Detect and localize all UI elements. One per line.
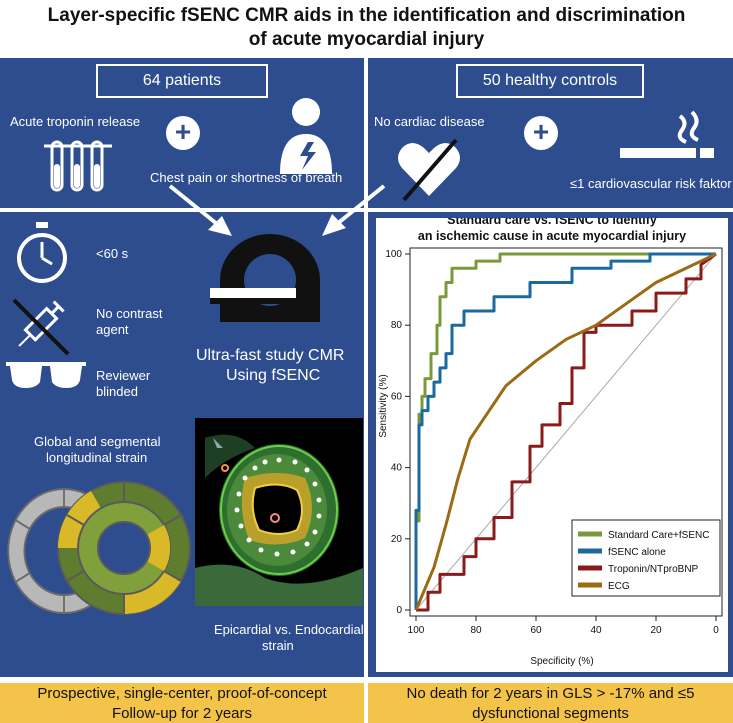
roc-chart-area: Standard care vs. fSENC to identify an i… bbox=[376, 213, 728, 672]
contrast-label-2: agent bbox=[96, 322, 129, 337]
study-label-1: Ultra-fast study CMR bbox=[196, 347, 345, 364]
y-axis-label: Sensitivity (%) bbox=[378, 374, 389, 437]
footer-right: No death for 2 years in GLS > -17% and ≤… bbox=[368, 683, 733, 723]
time-label: <60 s bbox=[96, 246, 129, 261]
y-tick-label: 40 bbox=[391, 463, 403, 474]
figure-title: Layer-specific fSENC CMR aids in the ide… bbox=[0, 0, 733, 58]
no-cardiac-label: No cardiac disease bbox=[374, 114, 485, 129]
legend-label-3: ECG bbox=[608, 581, 630, 592]
reviewer-label-2: blinded bbox=[96, 384, 138, 399]
x-tick-label: 0 bbox=[713, 625, 719, 636]
plot-frame bbox=[409, 247, 723, 617]
y-tick-label: 100 bbox=[385, 249, 402, 260]
controls-panel: 50 healthy controls No cardiac disease +… bbox=[368, 58, 733, 208]
patients-panel: 64 patients Acute troponin release + Che… bbox=[0, 58, 364, 208]
x-tick-label: 100 bbox=[408, 625, 425, 636]
epi-label-2: strain bbox=[262, 638, 294, 653]
legend-label-1: fSENC alone bbox=[608, 547, 666, 558]
study-label-2: Using fSENC bbox=[226, 367, 321, 384]
x-tick-label: 40 bbox=[590, 625, 602, 636]
strain-label-1: Global and segmental bbox=[34, 434, 161, 449]
stopwatch-icon bbox=[17, 222, 67, 283]
troponin-label: Acute troponin release bbox=[10, 114, 141, 129]
y-tick-label: 80 bbox=[391, 320, 403, 331]
y-tick-label: 60 bbox=[391, 391, 403, 402]
footer-left: Prospective, single-center, proof-of-con… bbox=[0, 683, 364, 723]
legend-label-2: Troponin/NTproBNP bbox=[608, 564, 699, 575]
title-line-2: of acute myocardial injury bbox=[248, 29, 485, 50]
controls-box: 50 healthy controls bbox=[456, 64, 644, 98]
footer-right-line-1: No death for 2 years in GLS > -17% and ≤… bbox=[406, 685, 695, 702]
risk-factor-label: ≤1 cardiovascular risk faktor bbox=[570, 176, 732, 191]
roc-line-1 bbox=[414, 252, 716, 610]
footer-left-line-1: Prospective, single-center, proof-of-con… bbox=[37, 685, 327, 702]
test-tubes-icon bbox=[44, 140, 112, 192]
bullseye-strain-icon bbox=[7, 481, 191, 615]
title-line-1: Layer-specific fSENC CMR aids in the ide… bbox=[47, 5, 686, 26]
mri-strain-image bbox=[195, 418, 363, 606]
patients-box: 64 patients bbox=[96, 64, 268, 98]
x-tick-label: 80 bbox=[470, 625, 482, 636]
mri-scanner-icon bbox=[210, 234, 320, 322]
y-tick-label: 20 bbox=[391, 534, 403, 545]
chest-pain-label: Chest pain or shortness of breath bbox=[150, 170, 343, 185]
legend-label-0: Standard Care+fSENC bbox=[608, 530, 709, 541]
contrast-label-1: No contrast bbox=[96, 306, 163, 321]
y-tick-label: 0 bbox=[396, 605, 402, 616]
chart-title-line-2: an ischemic cause in acute myocardial in… bbox=[418, 229, 686, 243]
roc-chart: Standard care vs. fSENC to identify an i… bbox=[378, 213, 723, 667]
x-axis-label: Specificity (%) bbox=[530, 656, 593, 667]
x-tick-label: 20 bbox=[650, 625, 662, 636]
sunglasses-icon bbox=[6, 362, 86, 388]
roc-line-2 bbox=[416, 252, 717, 612]
roc-line-3 bbox=[414, 252, 717, 611]
footer-right-line-2: dysfunctional segments bbox=[472, 705, 629, 722]
x-tick-label: 60 bbox=[530, 625, 542, 636]
strain-label-2: longitudinal strain bbox=[46, 450, 148, 465]
cigarette-icon bbox=[620, 110, 714, 158]
plus-icon-2: + bbox=[524, 116, 558, 150]
plus-icon: + bbox=[166, 116, 200, 150]
chart-title-line-1: Standard care vs. fSENC to identify bbox=[447, 218, 657, 227]
reference-diagonal bbox=[415, 253, 717, 611]
epi-label-1: Epicardial vs. Endocardial bbox=[214, 622, 364, 637]
reviewer-label-1: Reviewer bbox=[96, 368, 151, 383]
syringe-crossed-icon bbox=[12, 298, 70, 356]
person-chest-pain-icon bbox=[280, 98, 332, 174]
heart-crossed-icon bbox=[398, 138, 460, 202]
footer-left-line-2: Follow-up for 2 years bbox=[111, 705, 253, 722]
